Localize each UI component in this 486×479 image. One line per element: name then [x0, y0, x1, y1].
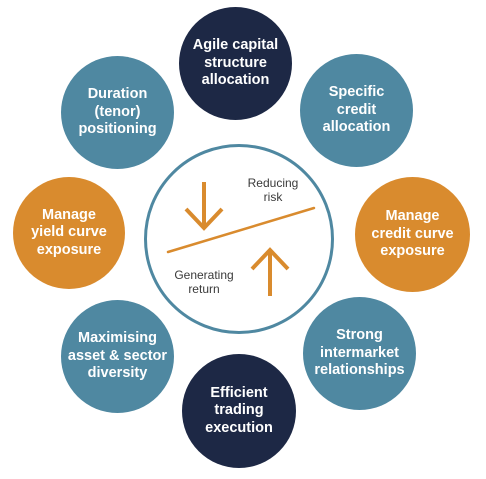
node-label: Duration (tenor) positioning — [78, 86, 157, 138]
node-strong-intermarket-relationships: Strong intermarket relationships — [303, 297, 416, 410]
node-label: Maximising asset & sector diversity — [67, 330, 168, 382]
reducing-risk-label: Reducing risk — [247, 176, 299, 204]
node-label: Efficient trading execution — [205, 384, 273, 436]
down-arrow-icon — [184, 182, 224, 231]
node-maximising-asset-sector-diversity: Maximising asset & sector diversity — [61, 300, 174, 413]
node-label: Strong intermarket relationships — [314, 327, 405, 379]
generating-return-label: Generating return — [174, 268, 234, 296]
node-duration-tenor-positioning: Duration (tenor) positioning — [61, 56, 174, 169]
center-ring — [144, 144, 334, 334]
node-manage-yield-curve-exposure: Manage yield curve exposure — [13, 177, 125, 289]
node-agile-capital-structure-allocation: Agile capital structure allocation — [179, 7, 292, 120]
node-label: Specific credit allocation — [322, 84, 391, 136]
node-label: Agile capital structure allocation — [192, 37, 279, 89]
tradeoff-line — [166, 206, 316, 254]
node-label: Manage yield curve exposure — [31, 206, 107, 258]
node-manage-credit-curve-exposure: Manage credit curve exposure — [355, 177, 470, 292]
node-specific-credit-allocation: Specific credit allocation — [300, 54, 413, 167]
node-efficient-trading-execution: Efficient trading execution — [182, 354, 296, 468]
node-label: Manage credit curve exposure — [371, 208, 454, 260]
up-arrow-icon — [250, 247, 290, 296]
